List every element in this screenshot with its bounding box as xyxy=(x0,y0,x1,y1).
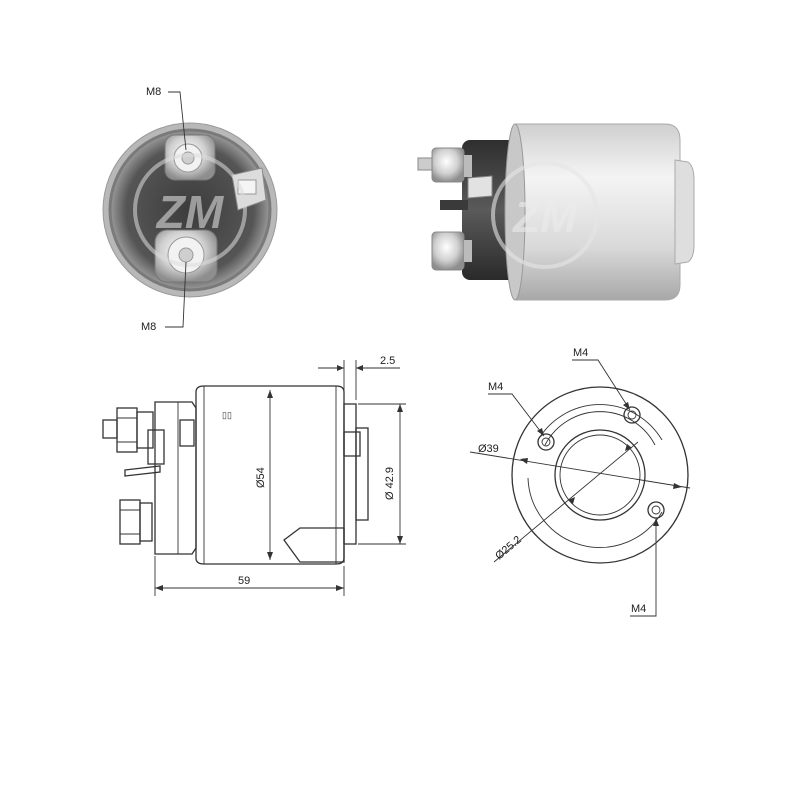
terminal-bottom-label: M8 xyxy=(141,321,156,333)
svg-text:ZM: ZM xyxy=(155,186,225,238)
side-drawing: ▯▯ 2.5 Ø54 Ø 42.9 59 xyxy=(102,355,406,596)
terminal-top-label: M8 xyxy=(146,86,161,98)
dim-diameter-body: Ø54 xyxy=(255,467,267,488)
stud-top xyxy=(417,147,472,183)
dim-length: 59 xyxy=(238,575,250,587)
watermark-logo-side: ZM xyxy=(491,161,599,269)
hole-top-label: M4 xyxy=(573,347,588,359)
face-drawing: M4 M4 M4 Ø39 Ø25.2 xyxy=(469,347,691,617)
hole-bottom-label: M4 xyxy=(631,603,646,615)
dim-bolt-circle: Ø39 xyxy=(478,443,499,455)
body-marking: ▯▯ xyxy=(222,410,232,420)
stud-bottom xyxy=(431,231,472,271)
end-view-photo: ZM M8 M8 xyxy=(102,86,278,333)
dim-bore: Ø25.2 xyxy=(493,534,524,562)
hole-left-label: M4 xyxy=(488,381,503,393)
watermark-logo: ZM xyxy=(133,153,247,267)
svg-text:ZM: ZM xyxy=(511,193,578,242)
dim-diameter-nose: Ø 42.9 xyxy=(384,467,396,500)
terminal-bottom xyxy=(154,229,218,283)
spade-terminal xyxy=(231,167,267,211)
side-photo: ZM xyxy=(417,123,695,301)
spade-side xyxy=(440,175,493,210)
dim-offset: 2.5 xyxy=(380,355,395,367)
